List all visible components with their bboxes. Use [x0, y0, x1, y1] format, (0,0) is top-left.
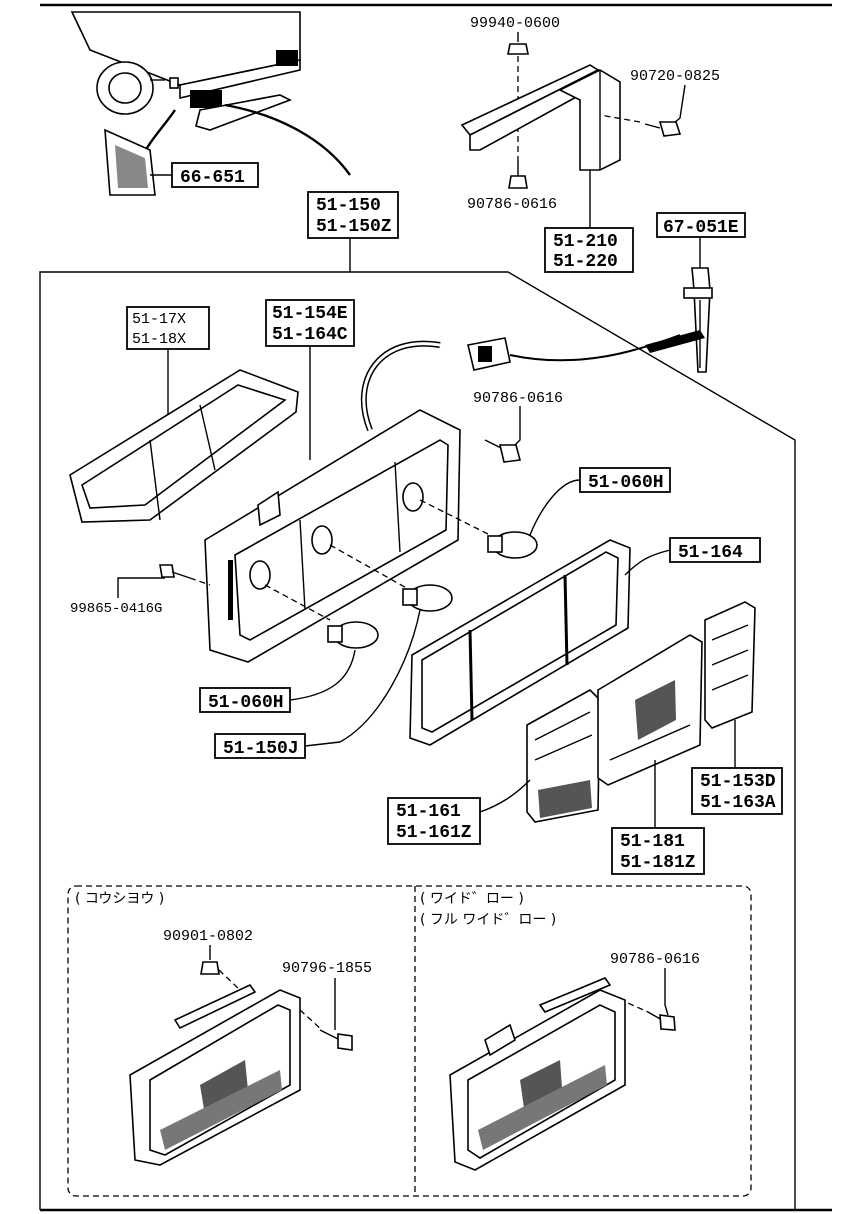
part-67051e-label: 67-051E	[663, 218, 739, 238]
lens-right-illustration	[704, 601, 756, 729]
part-90796-label: 90796-1855	[282, 960, 372, 977]
bolt-90786-top-icon	[508, 160, 528, 189]
part-51060h-a-label: 51-060H	[588, 473, 664, 493]
part-51153d-label: 51-153D	[700, 772, 776, 792]
dash-99865	[189, 577, 211, 586]
variants-dashed-frame	[67, 885, 752, 1197]
part-51060h-a-box	[579, 467, 671, 493]
dash-90901	[218, 969, 241, 991]
leader-51164	[624, 549, 671, 576]
part-51150-box	[307, 191, 399, 239]
truck-rear-illustration	[70, 11, 301, 131]
wire-harness-illustration	[360, 330, 705, 432]
reflector-illustration	[104, 128, 156, 196]
part-90901-label: 90901-0802	[163, 928, 253, 945]
screw-90786-right-icon	[647, 1011, 676, 1031]
lens-left-illustration	[526, 689, 601, 823]
part-90786a-label: 90786-0616	[467, 196, 557, 213]
dash-90786c	[609, 994, 649, 1013]
part-67051e-box	[656, 212, 746, 238]
part-51181-label: 51-181	[620, 832, 685, 852]
dash-90720	[599, 114, 641, 123]
bulb-upper-right-icon	[419, 499, 538, 559]
bracket-illustration	[460, 64, 621, 171]
part-51181-box	[611, 827, 705, 875]
housing-cover-illustration	[69, 369, 299, 523]
part-51220-label: 51-220	[553, 252, 618, 272]
wire-clip-67051e-icon	[683, 267, 713, 373]
part-5118x-label: 51-18X	[132, 331, 186, 348]
part-51210-label: 51-210	[553, 232, 618, 252]
leader-90786b	[509, 406, 521, 451]
part-51164-label: 51-164	[678, 543, 743, 563]
part-90786b-label: 90786-0616	[473, 390, 563, 407]
right-panel-title-2: ( フル ワイド゛ロー )	[420, 912, 556, 928]
part-51153d-box	[691, 767, 783, 815]
leader-51161	[479, 779, 531, 813]
part-51164c-label: 51-164C	[272, 325, 348, 345]
truck-leader	[224, 103, 351, 176]
leader-99865	[117, 577, 165, 598]
part-5117x-label: 51-17X	[132, 311, 186, 328]
lamp-body-illustration	[204, 409, 461, 663]
part-5117x-box	[126, 306, 210, 350]
part-51150j-box	[214, 733, 306, 759]
part-51181z-label: 51-181Z	[620, 853, 696, 873]
part-51161z-label: 51-161Z	[396, 823, 472, 843]
leader-90786c	[664, 968, 669, 1016]
right-panel-title-1: ( ワイド゛ロー )	[420, 891, 524, 907]
leader-51060h-a	[529, 479, 581, 536]
bulb-middle-icon	[329, 544, 453, 612]
part-51150-label: 51-150	[316, 196, 381, 216]
screw-90786-main-icon	[484, 439, 522, 463]
leader-51150j-tail	[304, 741, 341, 747]
part-51150j-label: 51-150J	[223, 739, 299, 759]
main-frame-outline	[39, 271, 796, 1210]
lamp-assembly-left-illustration	[129, 983, 301, 1166]
bulb-lower-left-icon	[264, 584, 379, 649]
part-51210-box	[544, 227, 634, 273]
part-51060h-b-label: 51-060H	[208, 693, 284, 713]
left-panel-title: ( コウシヨウ )	[75, 891, 164, 907]
part-51150z-label: 51-150Z	[316, 217, 392, 237]
part-66651-label: 66-651	[180, 168, 245, 188]
leader-51060h-b	[289, 649, 356, 701]
lamp-assembly-right-illustration	[449, 977, 626, 1171]
bolt-90720-icon	[644, 121, 682, 137]
part-66651-box	[171, 162, 259, 188]
part-99865-label: 99865-0416G	[70, 601, 162, 617]
screw-99865-icon	[159, 564, 191, 579]
part-99940-label: 99940-0600	[470, 15, 560, 32]
leader-51150j	[339, 609, 421, 743]
lens-middle-illustration	[597, 634, 703, 786]
nut-90901-icon	[200, 961, 220, 975]
part-90786c-label: 90786-0616	[610, 951, 700, 968]
nut-99940-icon	[507, 43, 529, 55]
dash-90796	[299, 1009, 323, 1031]
part-90720-label: 90720-0825	[630, 68, 720, 85]
part-51161-label: 51-161	[396, 802, 461, 822]
part-51163a-label: 51-163A	[700, 793, 776, 813]
bolt-90796-icon	[319, 1029, 353, 1051]
part-51164-box	[669, 537, 761, 563]
part-51060h-b-box	[199, 687, 291, 713]
gasket-illustration	[409, 539, 631, 746]
part-51161-box	[387, 797, 481, 845]
part-51154e-label: 51-154E	[272, 304, 348, 324]
